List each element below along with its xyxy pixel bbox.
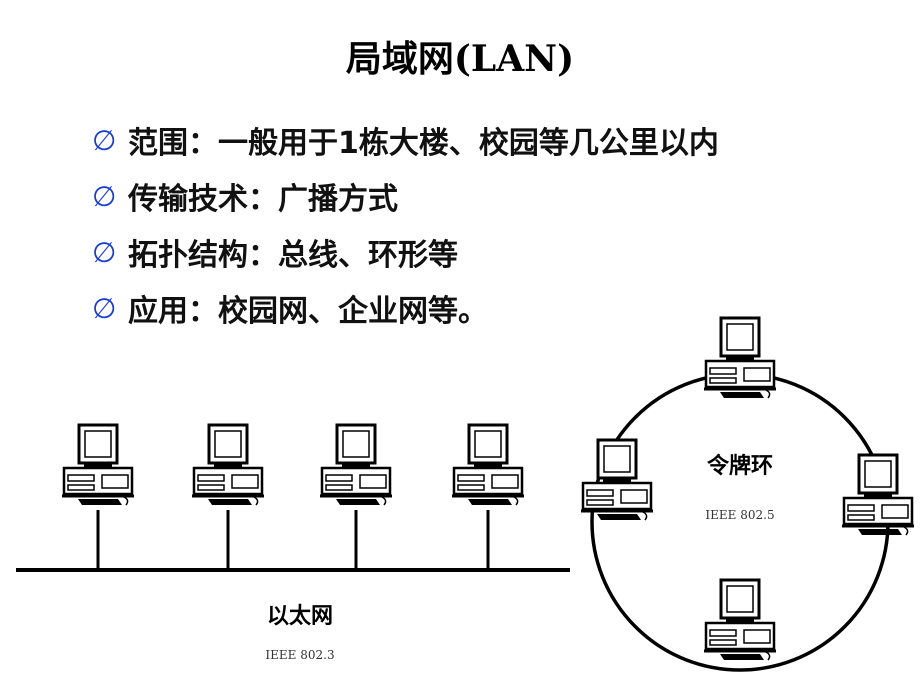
bullet-marker-icon: ∅ [92,291,117,325]
bullet-text: 应用：校园网、企业网等。 [128,294,488,329]
bullet-item-application: ∅ 应用：校园网、企业网等。 [92,280,719,336]
computer-icon [60,423,136,507]
ethernet-standard-label: IEEE 802.3 [265,648,335,662]
bullet-marker-icon: ∅ [92,235,117,269]
bullet-marker-icon: ∅ [92,123,117,157]
computer-icon [702,578,778,662]
computer-icon [318,423,394,507]
token-ring-standard-label: IEEE 802.5 [705,508,775,522]
bullet-item-scope: ∅ 范围：一般用于1栋大楼、校园等几公里以内 [92,112,719,168]
computer-icon [450,423,526,507]
bullet-list: ∅ 范围：一般用于1栋大楼、校园等几公里以内 ∅ 传输技术：广播方式 ∅ 拓扑结… [92,112,719,336]
token-ring-label: 令牌环 [706,453,773,479]
ethernet-label: 以太网 [266,603,333,629]
bullet-text: 拓扑结构：总线、环形等 [128,238,458,273]
bullet-item-topology: ∅ 拓扑结构：总线、环形等 [92,224,719,280]
computer-icon [702,316,778,400]
bullet-marker-icon: ∅ [92,179,117,213]
computer-icon [840,453,916,537]
computer-icon [190,423,266,507]
slide-title: 局域网(LAN) [345,38,575,80]
bullet-text: 传输技术：广播方式 [128,182,398,217]
bullet-item-technology: ∅ 传输技术：广播方式 [92,168,719,224]
computer-icon [579,438,655,522]
bullet-text: 范围：一般用于1栋大楼、校园等几公里以内 [128,126,719,161]
